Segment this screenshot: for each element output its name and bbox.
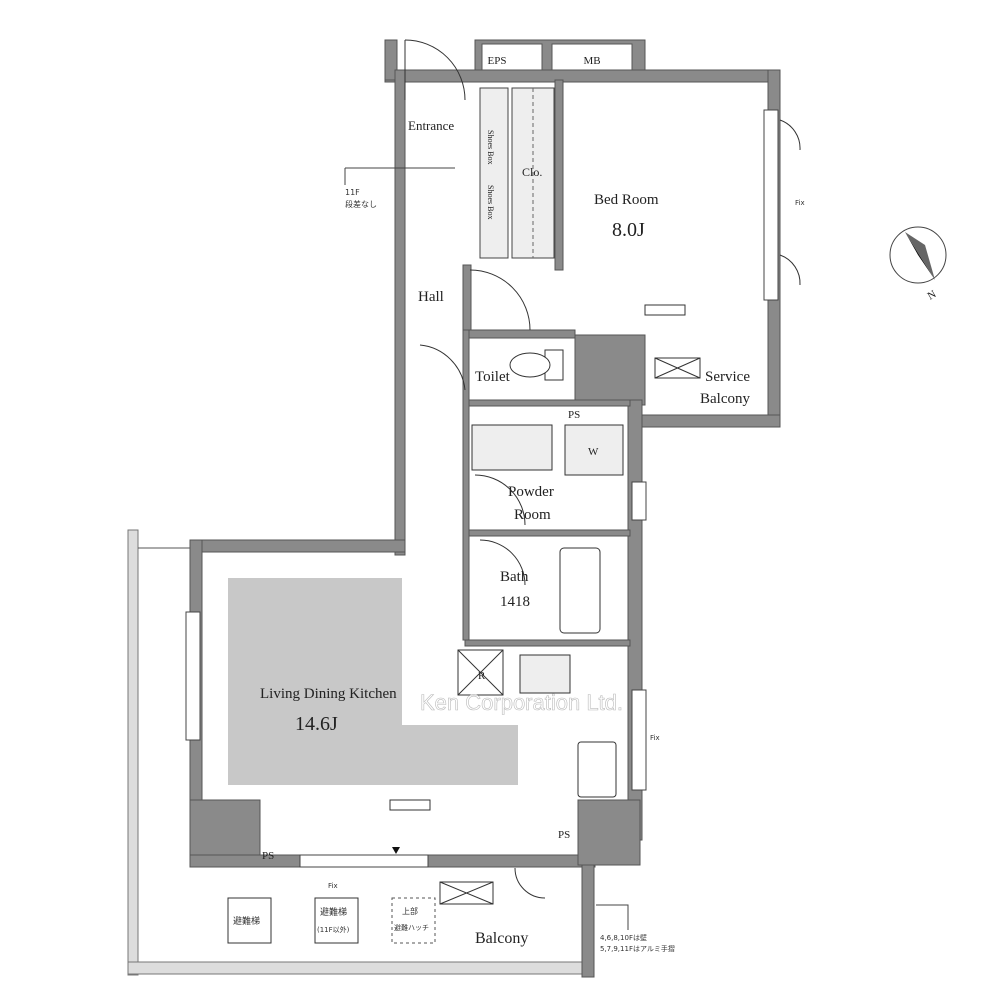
eps-label: EPS [488,55,507,67]
windows [185,109,779,868]
toilet-label: Toilet [475,369,511,385]
service-balcony-label: Balcony [700,391,750,407]
powder-room-label: Powder [508,484,554,500]
step-note: 11F [345,188,360,197]
escape-ladder-label: (11F以外) [317,925,350,934]
bath-size: 1418 [500,594,530,610]
compass-north-label: N [926,288,939,302]
balcony-rail [127,529,594,976]
balcony-label: Balcony [475,930,528,947]
closet-label: Clo. [522,165,542,179]
fix-note: Fix [795,199,805,207]
escape-ladder-label: 避難梯 [320,906,347,918]
fix-note: Fix [328,882,338,890]
bath-label: Bath [500,569,529,585]
ps-label: PS [262,850,274,862]
ldk-label: Living Dining Kitchen [260,686,397,702]
bedroom-size: 8.0J [612,219,645,241]
doors [404,39,801,899]
ps-label: PS [558,829,570,841]
ps-label: PS [568,409,580,421]
watermark: Ken Corporation Ltd. [420,690,623,715]
hatch-label: 上部 [402,906,418,916]
refrigerator-label: R [478,670,486,682]
shoe-box-label: Shoes Box [486,185,495,219]
shoe-box-label: Shoes Box [486,130,495,164]
fixtures [227,304,701,944]
entry-marker-icon [392,847,400,854]
rail-note: 4,6,8,10Fは壁 [600,933,647,942]
washer-label: W [588,446,599,458]
step-note: 段差なし [345,199,377,209]
fix-note: Fix [650,734,660,742]
mb-label: MB [583,55,600,67]
ldk-floor-area [228,578,518,785]
bedroom-label: Bed Room [594,192,659,208]
eps-mb-shafts [474,39,646,76]
powder-room-label: Room [514,507,551,523]
hatch-label: 避難ハッチ [394,923,429,932]
escape-ladder-label: 避難梯 [233,915,260,927]
entrance-label: Entrance [408,118,454,133]
service-balcony-label: Service [705,369,750,385]
hall-label: Hall [418,289,444,305]
rail-note: 5,7,9,11Fはアルミ手摺 [600,944,675,953]
north-arrow-icon: N [889,226,947,303]
closets [479,87,555,259]
ldk-size: 14.6J [295,713,338,735]
